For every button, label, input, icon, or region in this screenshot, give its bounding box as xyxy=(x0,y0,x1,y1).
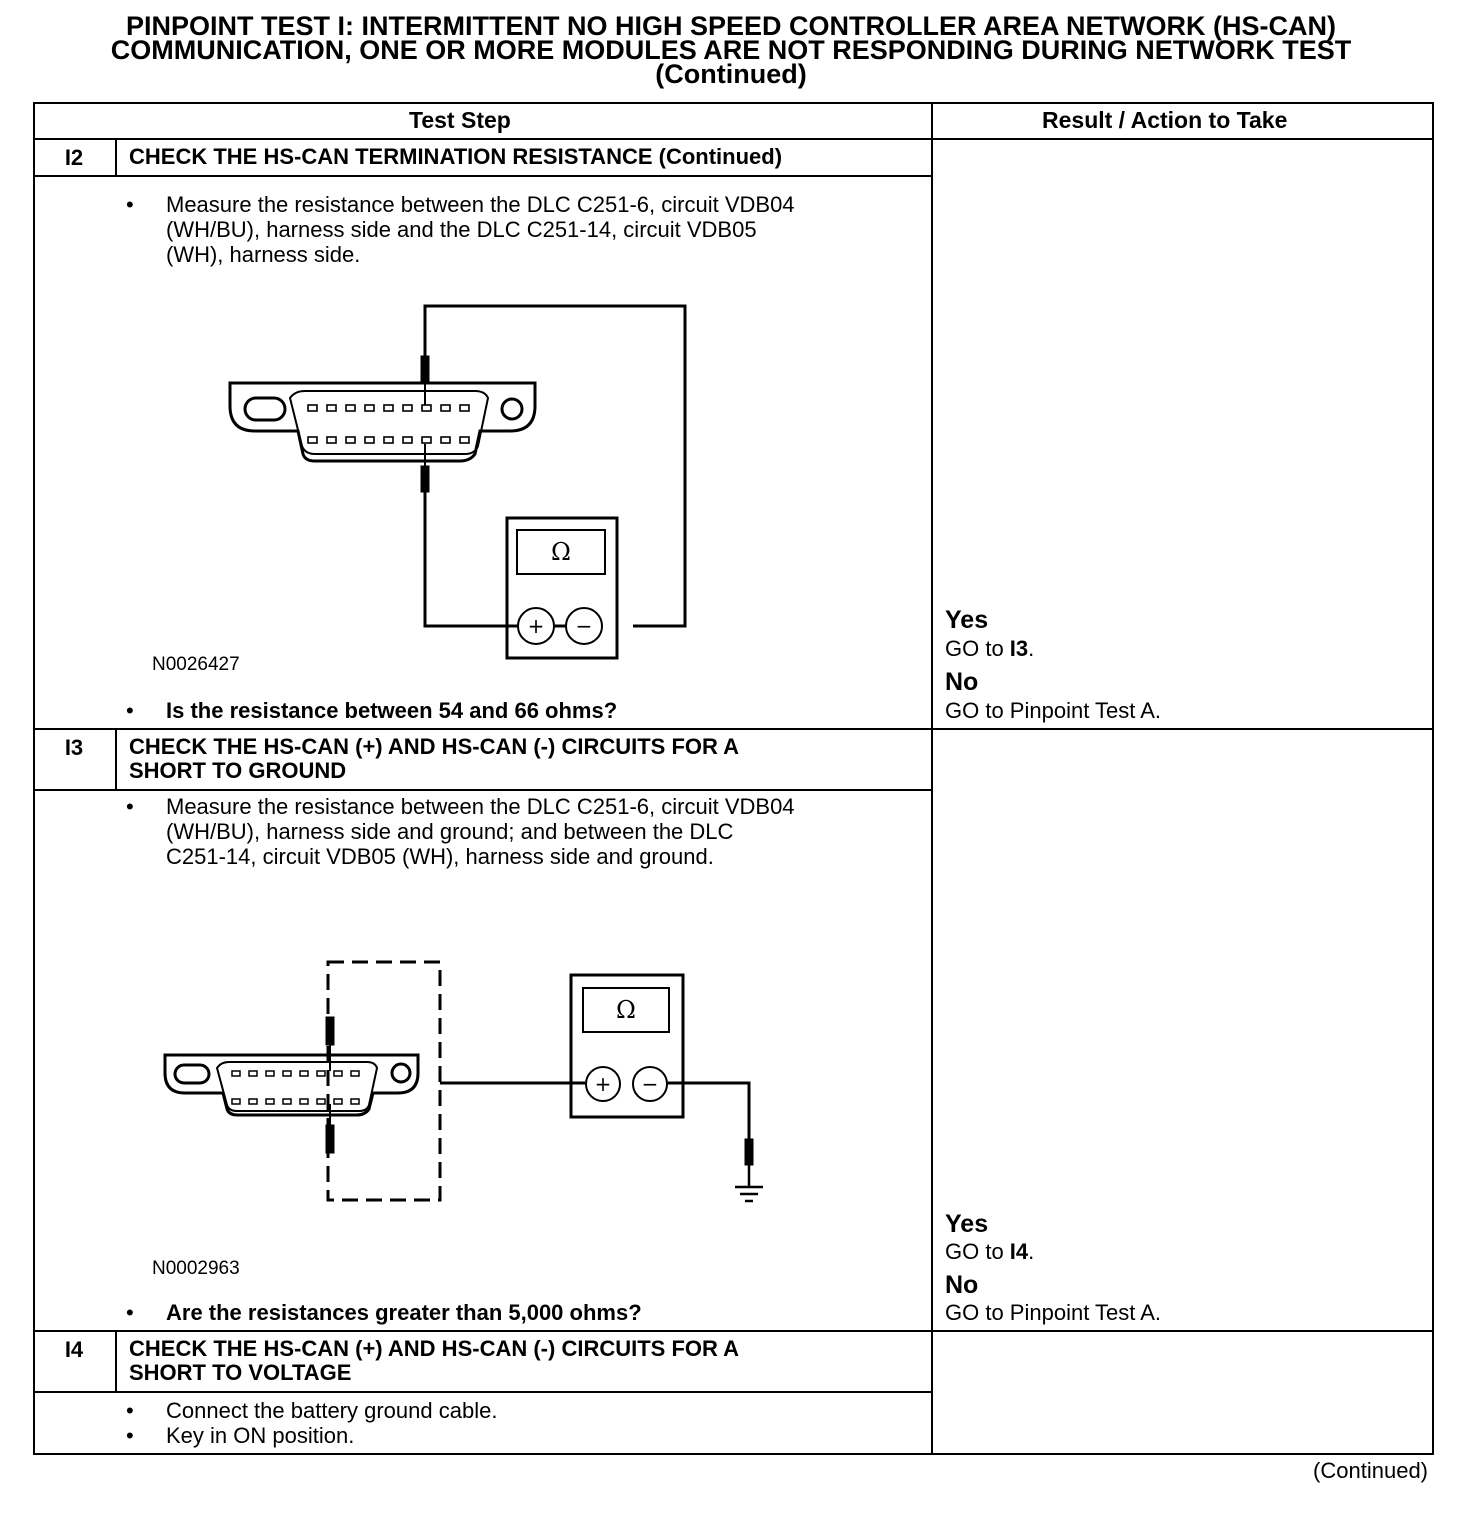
probe-upper xyxy=(420,355,430,405)
ground-probe xyxy=(744,1138,754,1166)
bullet: • xyxy=(126,1398,134,1423)
i3-title-divider xyxy=(33,789,932,791)
step-title: CHECK THE HS-CAN (+) AND HS-CAN (-) CIRC… xyxy=(129,735,739,783)
step-instruction: Measure the resistance between the DLC C… xyxy=(166,794,795,869)
go-to-step-link[interactable]: I3 xyxy=(1009,636,1029,661)
title-line-2: COMMUNICATION, ONE OR MORE MODULES ARE N… xyxy=(110,35,1352,65)
i4-title-divider xyxy=(33,1391,932,1393)
mount-slot xyxy=(243,396,287,422)
step-question: Are the resistances greater than 5,000 o… xyxy=(166,1300,642,1325)
i3-i4-divider xyxy=(33,1330,1434,1332)
ohm-symbol: Ω xyxy=(551,538,571,566)
ground-symbol xyxy=(735,1165,763,1203)
column-divider xyxy=(931,102,933,1454)
header-result-action: Result / Action to Take xyxy=(1042,107,1288,133)
bullet: • xyxy=(126,192,134,217)
meter-minus-terminal: − xyxy=(576,614,593,638)
header-divider xyxy=(33,138,1434,140)
continued-note: (Continued) xyxy=(1313,1458,1428,1483)
result-no-action: GO to Pinpoint Test A. xyxy=(945,1300,1162,1325)
dlc-connector-face xyxy=(215,1061,379,1112)
title-line-1: PINPOINT TEST I: INTERMITTENT NO HIGH SP… xyxy=(126,11,1336,41)
step-question: Is the resistance between 54 and 66 ohms… xyxy=(166,698,618,723)
dlc-connector-face xyxy=(288,390,490,455)
dlc-short-to-ground-diagram: Ω + − xyxy=(163,960,763,1203)
step-number-divider-i4 xyxy=(115,1331,117,1393)
go-to-step-link[interactable]: I4 xyxy=(1009,1239,1029,1264)
mount-hole xyxy=(390,1062,412,1084)
action-punct: . xyxy=(1028,1239,1035,1264)
page-title: PINPOINT TEST I: INTERMITTENT NO HIGH SP… xyxy=(0,11,1462,89)
bullet: • xyxy=(126,698,134,723)
step-number: I2 xyxy=(64,145,84,170)
result-yes-action: GO to I4. xyxy=(945,1239,1034,1265)
step-instruction: Connect the battery ground cable. xyxy=(166,1398,498,1423)
result-no-label: No xyxy=(945,668,979,696)
result-no-label: No xyxy=(945,1271,979,1299)
figure-id: N0002963 xyxy=(152,1258,240,1279)
header-test-step: Test Step xyxy=(409,107,511,133)
bullet: • xyxy=(126,1423,134,1448)
bullet: • xyxy=(126,794,134,819)
dlc-resistance-diagram: Ω + − xyxy=(228,304,687,660)
step-title-line-1: CHECK THE HS-CAN (+) AND HS-CAN (-) CIRC… xyxy=(129,734,740,759)
dlc-connector-body xyxy=(228,381,537,463)
dlc-pins xyxy=(231,1070,360,1105)
figure-id: N0026427 xyxy=(152,654,240,675)
title-line-3: (Continued) xyxy=(655,59,807,89)
probe-upper xyxy=(325,1016,335,1071)
step-instruction: Measure the resistance between the DLC C… xyxy=(166,192,795,267)
action-text: GO to xyxy=(945,1239,1010,1264)
probe-lower xyxy=(325,1104,335,1154)
result-yes-label: Yes xyxy=(945,1210,989,1238)
mount-hole xyxy=(500,397,524,421)
mount-slot xyxy=(173,1063,211,1085)
step-instruction: Key in ON position. xyxy=(166,1423,355,1448)
dlc-connector-body xyxy=(163,1053,420,1117)
action-punct: . xyxy=(1028,636,1035,661)
meter-minus-terminal: − xyxy=(642,1072,659,1096)
meter-plus-terminal: + xyxy=(595,1072,612,1096)
i2-title-divider xyxy=(33,175,932,177)
action-text: GO to xyxy=(945,636,1010,661)
i2-i3-divider xyxy=(33,728,1434,730)
meter-plus-terminal: + xyxy=(528,614,545,638)
step-number: I3 xyxy=(64,735,84,760)
step-title-line-2: SHORT TO GROUND xyxy=(129,758,347,783)
wire xyxy=(423,491,517,628)
result-yes-action: GO to I3. xyxy=(945,636,1034,662)
ohmmeter xyxy=(569,973,685,1119)
probe-lower xyxy=(420,444,430,493)
ohm-symbol: Ω xyxy=(616,996,636,1024)
step-title: CHECK THE HS-CAN (+) AND HS-CAN (-) CIRC… xyxy=(129,1337,739,1385)
test-table xyxy=(33,102,1434,1455)
step-title-line-2: SHORT TO VOLTAGE xyxy=(129,1360,352,1385)
result-yes-label: Yes xyxy=(945,606,989,634)
result-no-action: GO to Pinpoint Test A. xyxy=(945,698,1162,723)
wire xyxy=(667,1081,751,1145)
step-number: I4 xyxy=(64,1337,84,1362)
dashed-outline xyxy=(326,960,442,1202)
dlc-pins xyxy=(307,404,470,444)
step-title: CHECK THE HS-CAN TERMINATION RESISTANCE … xyxy=(129,144,783,169)
step-number-divider-i2 xyxy=(115,139,117,177)
wire xyxy=(423,304,687,628)
step-number-divider-i3 xyxy=(115,729,117,791)
bullet: • xyxy=(126,1300,134,1325)
ohmmeter xyxy=(505,516,619,660)
step-title-line-1: CHECK THE HS-CAN (+) AND HS-CAN (-) CIRC… xyxy=(129,1336,740,1361)
